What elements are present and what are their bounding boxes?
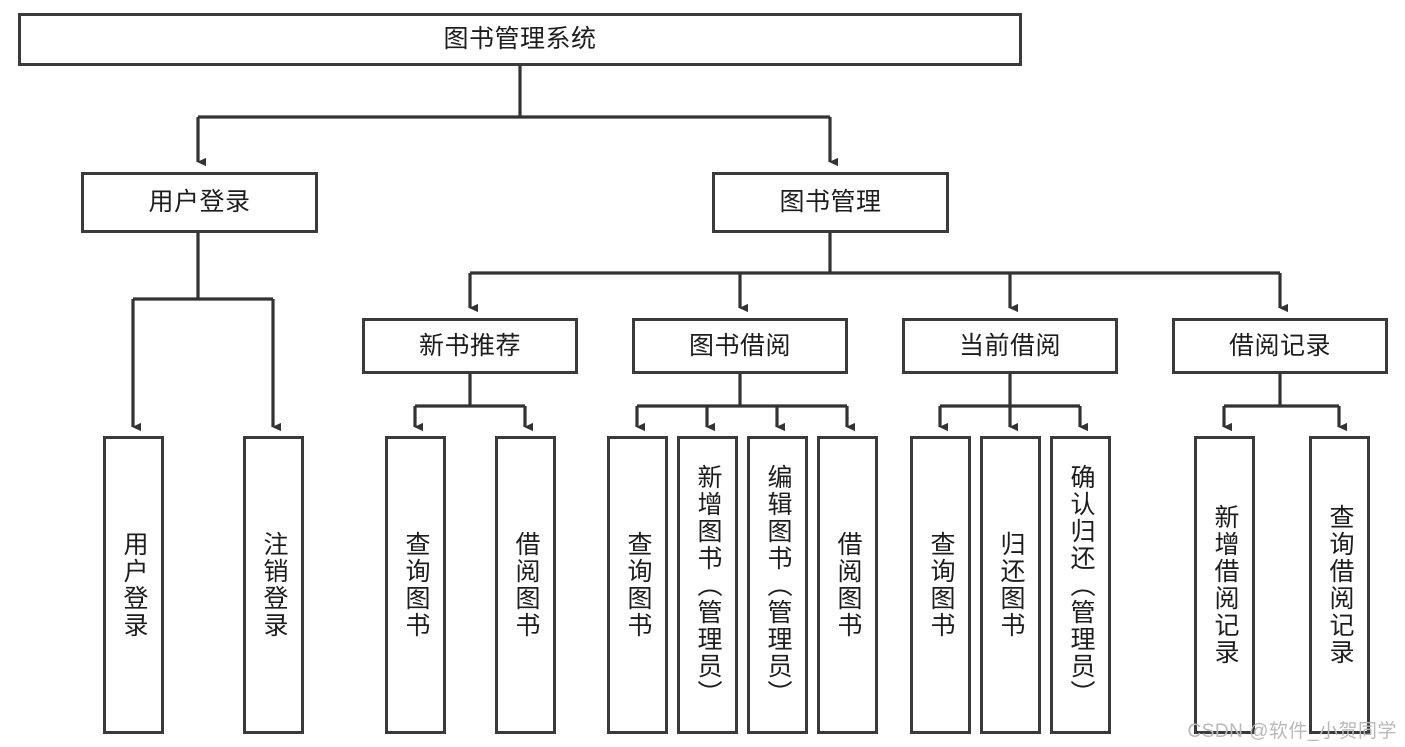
node-book-borrow-label: 图书借阅 xyxy=(688,331,791,360)
leaf-borrow-book-2-label: 借阅图书 xyxy=(834,531,862,639)
node-new-book-recommend[interactable]: 新书推荐 xyxy=(362,318,578,374)
node-root-label: 图书管理系统 xyxy=(443,25,597,53)
node-book-manage-label: 图书管理 xyxy=(779,188,882,216)
leaf-user-logout[interactable]: 注销登录 xyxy=(243,436,304,734)
leaf-user-login-label: 用户登录 xyxy=(120,531,148,639)
leaf-edit-book[interactable]: 编辑图书（管理员） xyxy=(747,436,808,734)
node-root[interactable]: 图书管理系统 xyxy=(18,13,1022,66)
leaf-confirm-return[interactable]: 确认归还（管理员） xyxy=(1050,436,1111,734)
node-book-manage[interactable]: 图书管理 xyxy=(712,172,949,233)
csdn-watermark: CSDN @软件_小贺同学 xyxy=(1187,721,1397,742)
leaf-user-login[interactable]: 用户登录 xyxy=(103,436,164,734)
leaf-query-book-3[interactable]: 查询图书 xyxy=(910,436,971,734)
leaf-return-book[interactable]: 归还图书 xyxy=(980,436,1041,734)
node-borrow-record-label: 借阅记录 xyxy=(1228,331,1331,360)
leaf-borrow-book-1[interactable]: 借阅图书 xyxy=(495,436,556,734)
node-user-login[interactable]: 用户登录 xyxy=(81,172,318,233)
leaf-confirm-return-label: 确认归还（管理员） xyxy=(1067,463,1095,707)
leaf-query-book-1[interactable]: 查询图书 xyxy=(385,436,446,734)
leaf-add-record-label: 新增借阅记录 xyxy=(1211,504,1239,666)
leaf-borrow-book-2[interactable]: 借阅图书 xyxy=(817,436,878,734)
node-current-borrow-label: 当前借阅 xyxy=(958,331,1061,360)
leaf-query-record-label: 查询借阅记录 xyxy=(1326,504,1354,666)
node-current-borrow[interactable]: 当前借阅 xyxy=(902,318,1118,374)
leaf-borrow-book-1-label: 借阅图书 xyxy=(512,531,540,639)
node-user-login-label: 用户登录 xyxy=(148,188,251,216)
leaf-add-book-label: 新增图书（管理员） xyxy=(694,463,722,707)
leaf-query-book-3-label: 查询图书 xyxy=(927,531,955,639)
node-book-borrow[interactable]: 图书借阅 xyxy=(632,318,848,374)
leaf-return-book-label: 归还图书 xyxy=(997,531,1025,639)
leaf-add-record[interactable]: 新增借阅记录 xyxy=(1194,436,1255,734)
leaf-query-book-1-label: 查询图书 xyxy=(402,531,430,639)
leaf-query-book-2-label: 查询图书 xyxy=(624,531,652,639)
leaf-query-record[interactable]: 查询借阅记录 xyxy=(1309,436,1370,734)
node-borrow-record[interactable]: 借阅记录 xyxy=(1172,318,1388,374)
leaf-query-book-2[interactable]: 查询图书 xyxy=(607,436,668,734)
leaf-edit-book-label: 编辑图书（管理员） xyxy=(764,463,792,707)
leaf-user-logout-label: 注销登录 xyxy=(260,531,288,639)
node-new-book-recommend-label: 新书推荐 xyxy=(418,331,521,360)
leaf-add-book[interactable]: 新增图书（管理员） xyxy=(677,436,738,734)
